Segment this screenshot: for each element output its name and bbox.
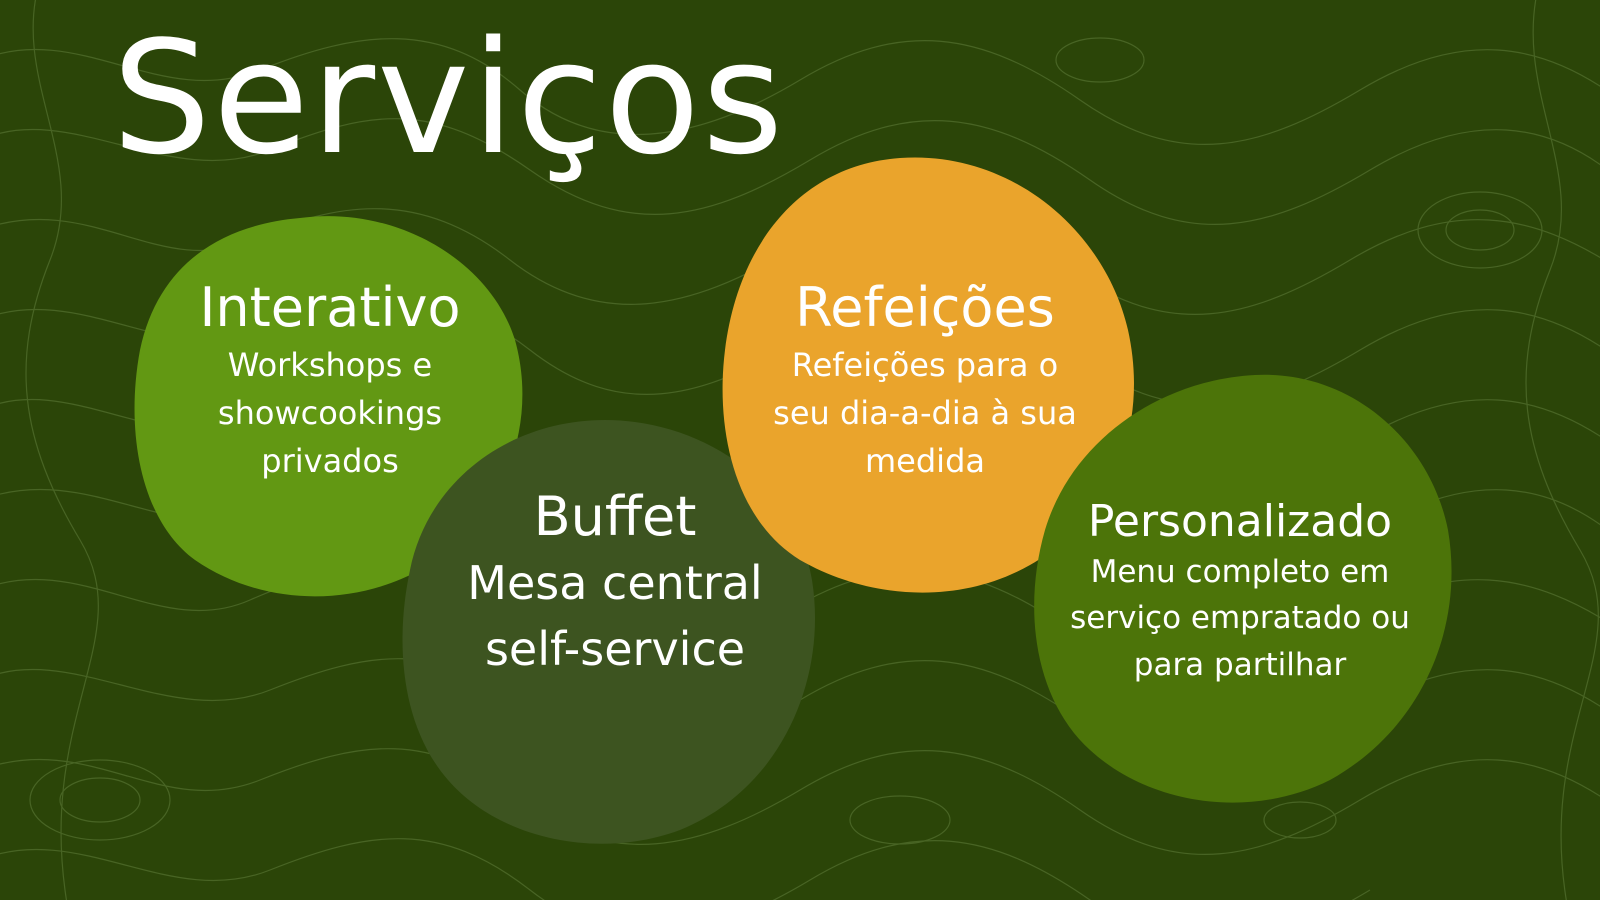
service-heading: Refeições — [795, 276, 1055, 339]
service-buffet: Buffet Mesa central self-service — [445, 485, 785, 683]
service-heading: Interativo — [199, 276, 461, 339]
service-heading: Personalizado — [1087, 496, 1393, 547]
service-heading: Buffet — [533, 485, 697, 548]
service-description: Mesa central self-service — [467, 555, 763, 677]
service-description: Menu completo em serviço empratado ou pa… — [1070, 553, 1410, 683]
service-interativo: Interativo Workshops e showcookings priv… — [170, 276, 490, 485]
service-description: Workshops e showcookings privados — [217, 345, 443, 480]
interativo-blob — [134, 216, 523, 597]
page-title: Serviços — [112, 7, 786, 189]
service-personalizado: Personalizado Menu completo em serviço e… — [1060, 496, 1420, 688]
service-refeicoes: Refeições Refeições para o seu dia-a-dia… — [760, 276, 1090, 485]
refeicoes-blob — [722, 157, 1134, 593]
buffet-blob — [402, 420, 816, 844]
service-description: Refeições para o seu dia-a-dia à sua med… — [773, 345, 1077, 480]
personalizado-blob — [1034, 374, 1452, 803]
